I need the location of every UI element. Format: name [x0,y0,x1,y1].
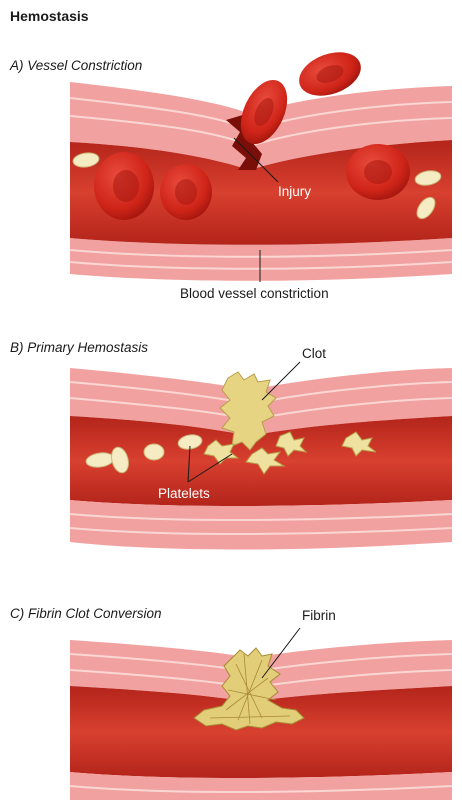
fibrin-label: Fibrin [302,608,336,623]
clot-label: Clot [302,346,326,361]
injury-label: Injury [278,184,311,199]
panel-c-heading: C) Fibrin Clot Conversion [10,606,162,621]
panel-a-illustration [0,50,462,300]
diagram-title: Hemostasis [10,8,89,24]
panel-b-illustration [0,350,462,560]
vessel-lower-wall [70,500,452,550]
panel-c-illustration [0,620,462,800]
platelets-label: Platelets [158,486,210,501]
constriction-label: Blood vessel constriction [180,286,329,301]
